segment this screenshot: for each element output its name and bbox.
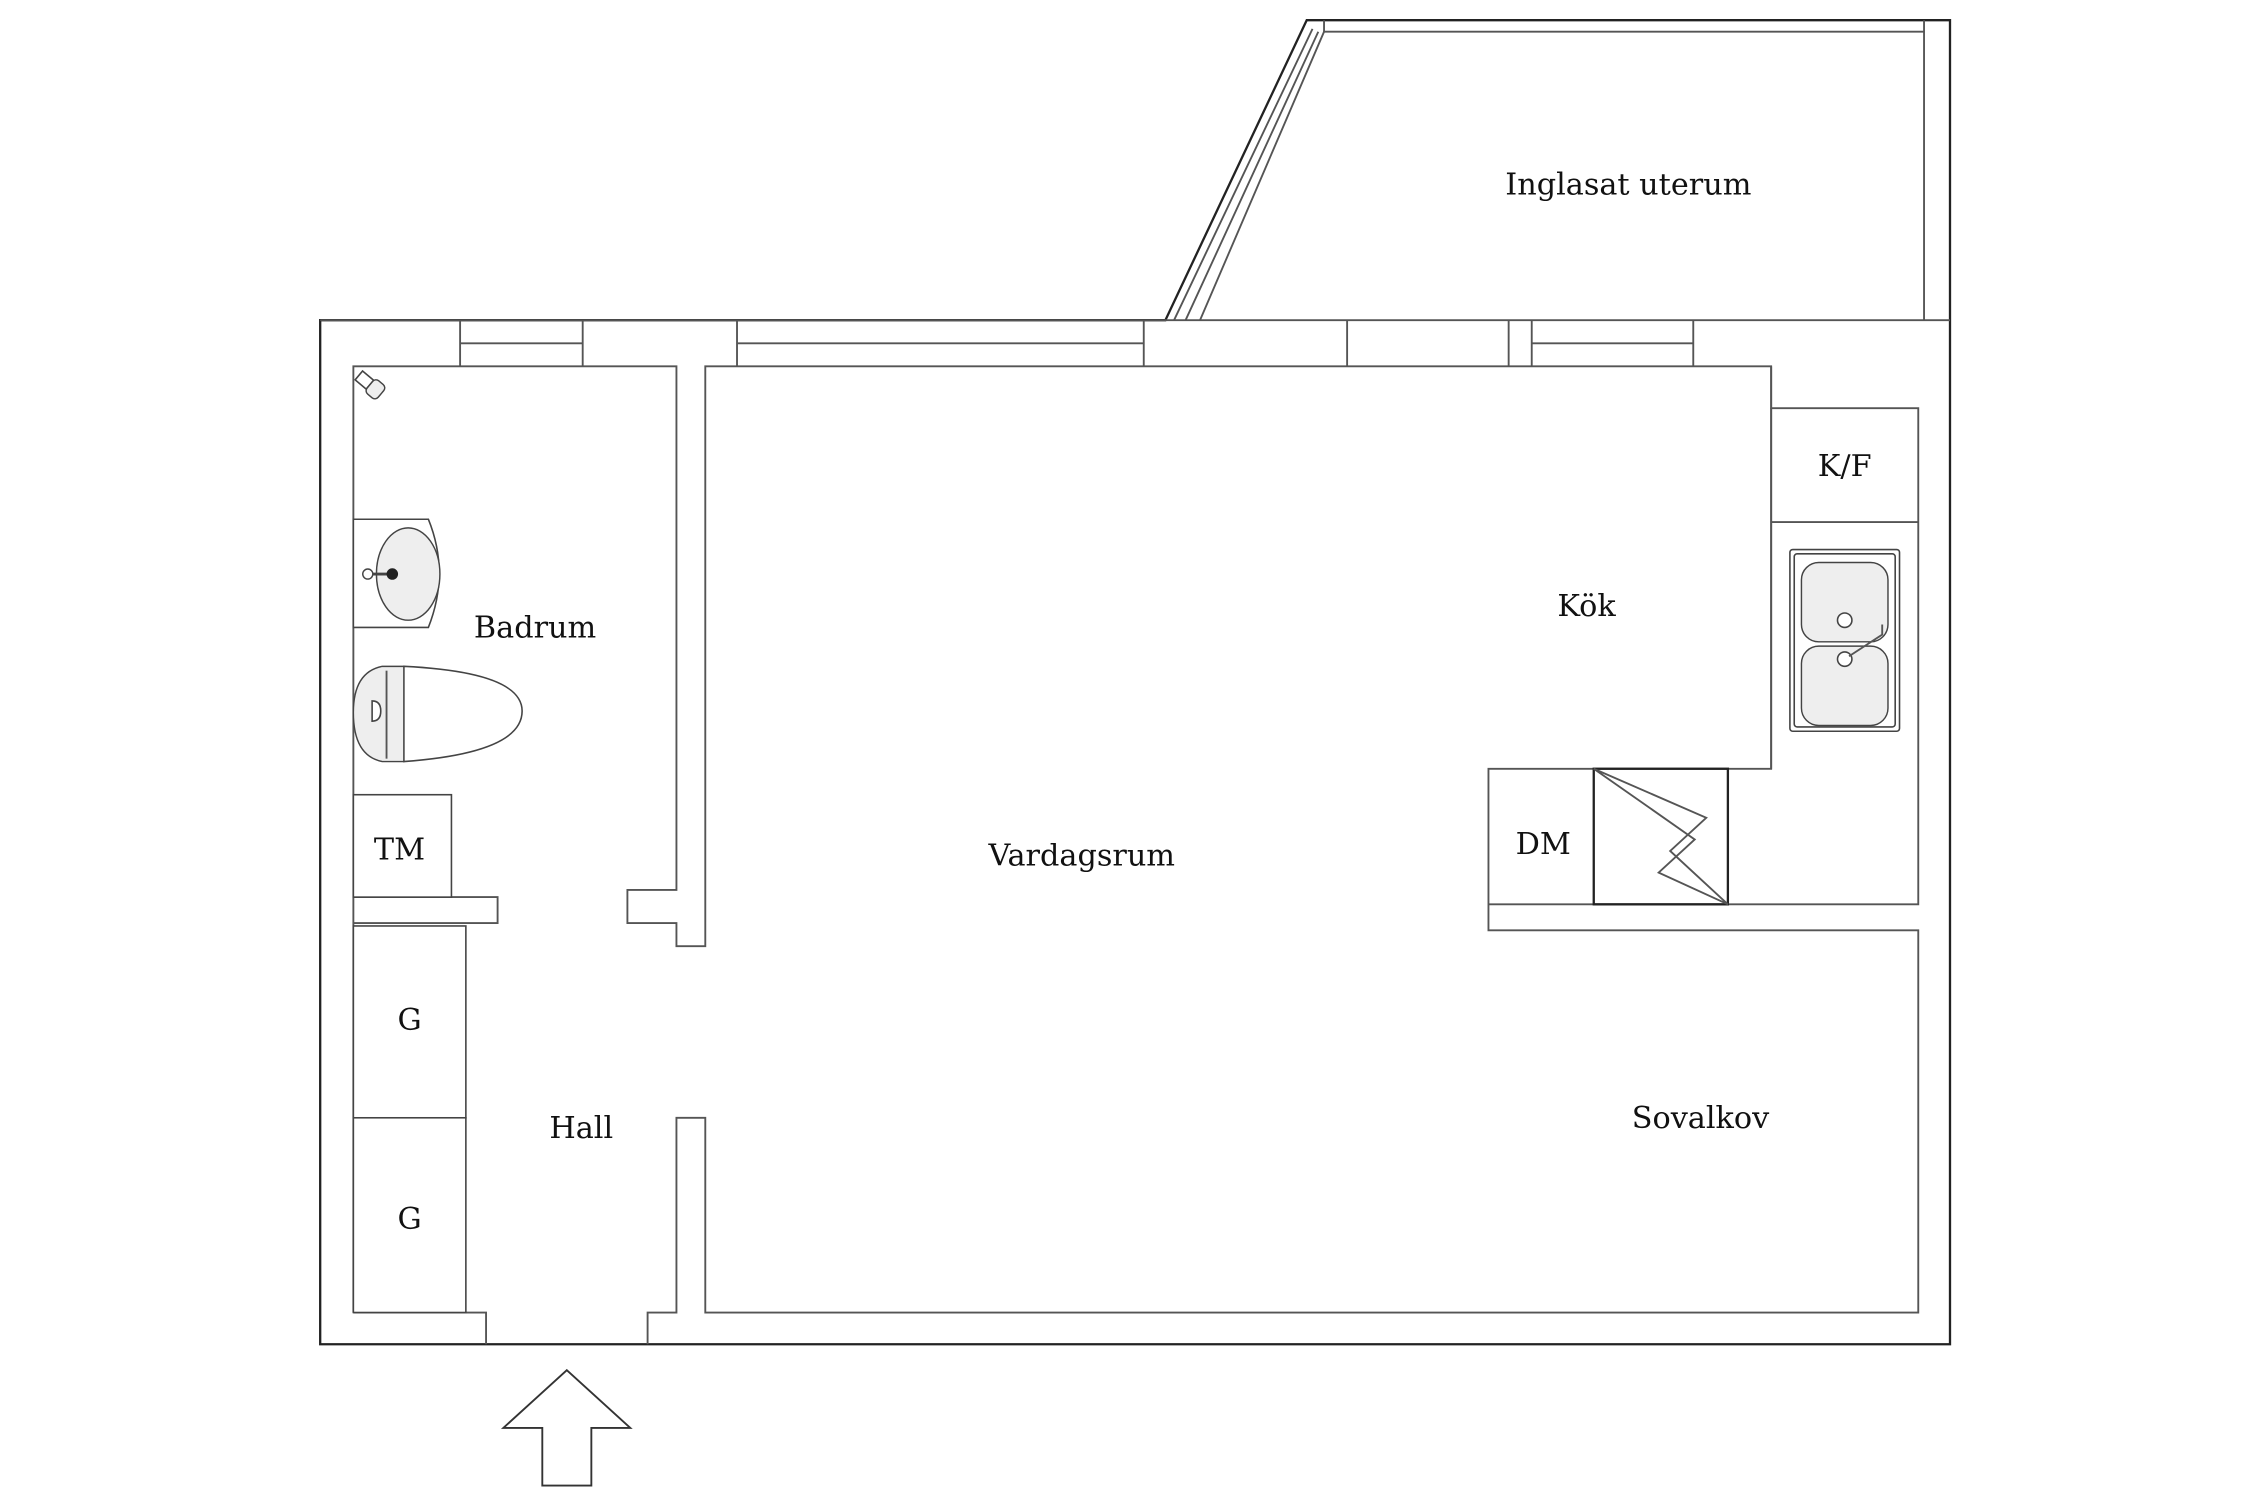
tm-cabinet xyxy=(352,793,453,898)
outer-walls xyxy=(319,19,1952,1346)
fixture-label-kf: K/F xyxy=(1818,449,1872,484)
entrance-arrow-icon xyxy=(500,1368,633,1487)
windows xyxy=(459,320,1695,367)
double-sink-icon xyxy=(1789,548,1901,733)
stove-icon xyxy=(1592,767,1730,906)
washbasin-icon xyxy=(352,518,441,629)
room-label-sovalkov: Sovalkov xyxy=(1632,1101,1770,1136)
room-label-hall: Hall xyxy=(549,1111,613,1146)
shower-icon xyxy=(354,369,386,400)
g-cabinets xyxy=(352,925,467,1314)
room-label-kok: Kök xyxy=(1557,589,1616,624)
toilet-icon xyxy=(352,665,523,763)
room-label-uterum: Inglasat uterum xyxy=(1505,168,1751,203)
room-label-badrum: Badrum xyxy=(474,611,596,646)
fixture-label-g2: G xyxy=(398,1202,422,1237)
fixture-label-g1: G xyxy=(398,1003,422,1038)
fixture-label-tm: TM xyxy=(374,833,425,868)
fixture-label-dm: DM xyxy=(1516,827,1571,862)
room-label-vardagsrum: Vardagsrum xyxy=(987,838,1175,873)
